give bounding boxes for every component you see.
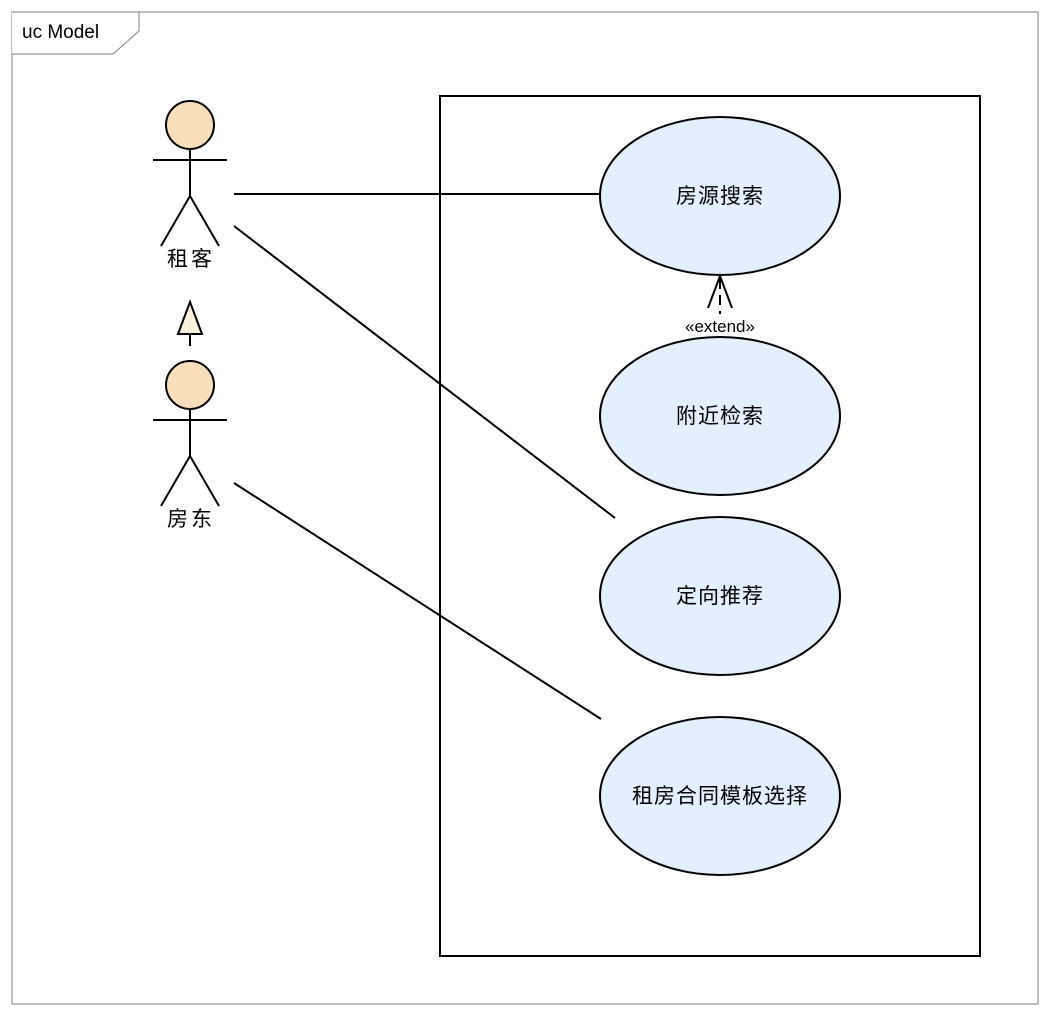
- use-case-search[interactable]: 房源搜索: [599, 116, 841, 276]
- actor-label: 租客: [167, 247, 215, 271]
- use-case-label: 定向推荐: [676, 584, 764, 608]
- actor-head: [165, 360, 215, 410]
- use-case-recommend[interactable]: 定向推荐: [599, 516, 841, 676]
- use-case-label: 房源搜索: [676, 184, 764, 208]
- use-case-label: 租房合同模板选择: [632, 784, 808, 808]
- frame-title: uc Model: [22, 22, 99, 43]
- actor-head: [165, 100, 215, 150]
- actor-label: 房东: [167, 507, 215, 531]
- frame-title-tab: [12, 11, 140, 55]
- use-case-nearby[interactable]: 附近检索: [599, 336, 841, 496]
- use-case-label: 附近检索: [676, 404, 764, 428]
- generalization-arrow: [176, 299, 204, 346]
- actor-tenant[interactable]: 租客: [153, 100, 227, 271]
- extend-stereotype-label: «extend»: [685, 317, 755, 336]
- association-tenant-recommend: [233, 225, 616, 519]
- extend-relationship: «extend»: [676, 273, 764, 337]
- association-landlord-contract: [233, 482, 602, 720]
- use-case-contract[interactable]: 租房合同模板选择: [599, 716, 841, 876]
- actor-landlord[interactable]: 房东: [153, 360, 227, 531]
